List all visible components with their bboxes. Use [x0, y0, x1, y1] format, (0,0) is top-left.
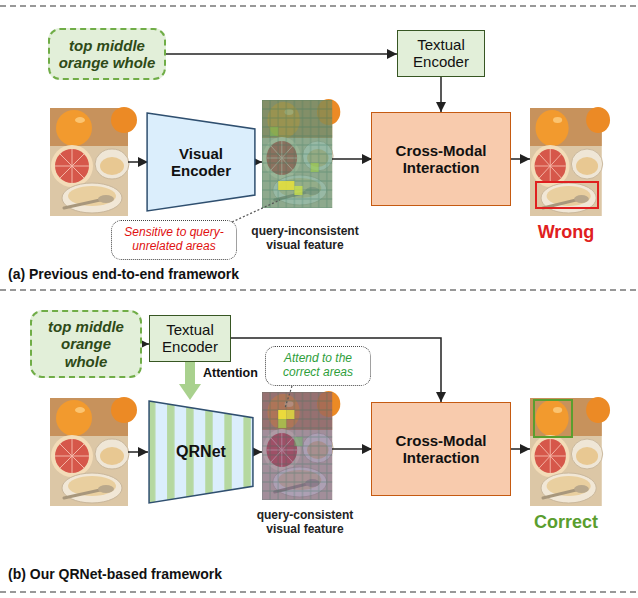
dashed-separators	[0, 6, 638, 592]
feature-caption: query-consistent visual feature	[243, 508, 367, 536]
node-text: QRNet	[176, 443, 226, 461]
callout-box: Sensitive to query-unrelated areas	[111, 220, 237, 260]
node-text: Textual Encoder	[402, 36, 480, 71]
node-text: top middle orange whole	[56, 37, 158, 72]
connector-arrow	[166, 53, 397, 55]
separator-line	[0, 289, 638, 290]
interaction-box: Cross-Modal Interaction	[371, 112, 511, 206]
edge-label: Attention	[201, 366, 260, 380]
result-word: Correct	[521, 512, 611, 533]
node-text: top middle orange whole	[38, 318, 134, 370]
connector-arrow	[142, 343, 149, 345]
feature-map	[262, 99, 340, 208]
connector-arrow	[185, 362, 195, 385]
flow-arrow	[510, 448, 530, 450]
qrnet-trapezoid: QRNet	[148, 400, 254, 504]
separator-line	[0, 591, 638, 592]
panel-caption: (b) Our QRNet-based framework	[8, 566, 428, 582]
correct-box	[534, 400, 572, 437]
trapezoid-shape	[149, 401, 253, 503]
encoder-box: Textual Encoder	[397, 30, 485, 77]
node-text: Cross-Modal Interaction	[378, 142, 504, 177]
encoder-box: Textual Encoder	[149, 315, 231, 362]
connector-arrow	[440, 77, 442, 113]
connector-arrow	[231, 338, 441, 402]
node-text: Cross-Modal Interaction	[378, 432, 504, 467]
callout-box: Attend to the correct areas	[265, 346, 371, 386]
flow-arrow	[254, 451, 262, 453]
input-photo	[50, 397, 137, 506]
input-photo	[50, 107, 137, 216]
flow-arrow	[510, 158, 530, 160]
leader-line	[232, 200, 280, 222]
panel-caption: (a) Previous end-to-end framework	[8, 266, 428, 282]
encoder-trapezoid: Visual Encoder	[146, 112, 256, 212]
node-text: Attend to the correct areas	[270, 352, 366, 380]
result-word: Wrong	[521, 222, 611, 243]
node-text: Visual Encoder	[154, 145, 248, 180]
flow-arrow	[332, 158, 372, 160]
output-photo	[530, 107, 610, 216]
interaction-box: Cross-Modal Interaction	[371, 402, 511, 496]
leader-line	[285, 386, 292, 408]
feature-map	[262, 391, 340, 500]
node-text: Textual Encoder	[154, 321, 226, 356]
node-text: Sensitive to query-unrelated areas	[116, 226, 232, 254]
wrong-box	[536, 182, 598, 208]
output-photo	[530, 397, 610, 506]
flow-arrow	[128, 161, 148, 163]
feature-caption: query-inconsistent visual feature	[243, 224, 367, 252]
separator-line	[0, 5, 638, 6]
flow-arrow	[128, 451, 148, 453]
query-box: top middle orange whole	[48, 28, 166, 80]
flow-arrow	[332, 448, 372, 450]
trapezoid-shape	[147, 113, 255, 211]
query-box: top middle orange whole	[30, 310, 142, 378]
